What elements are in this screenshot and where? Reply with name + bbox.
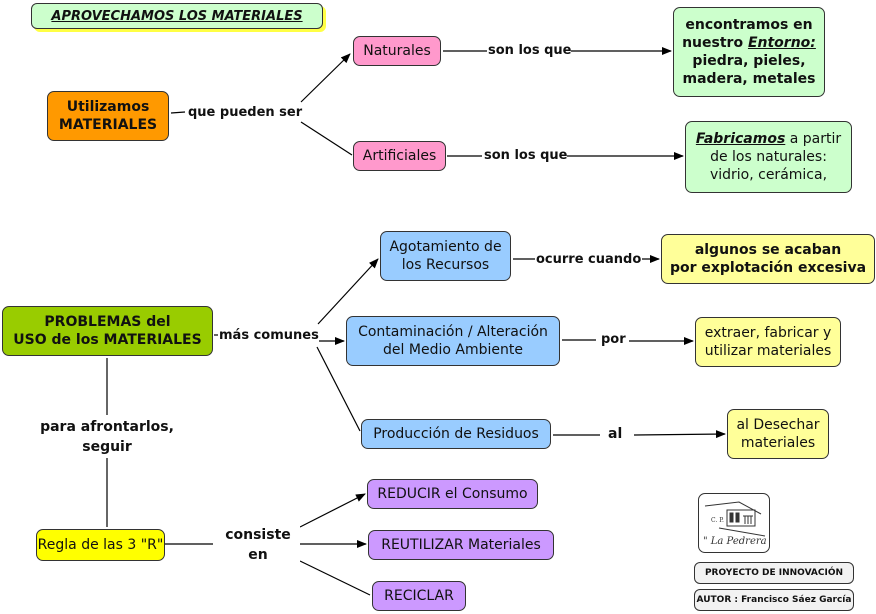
node-text: RECICLAR: [384, 588, 454, 604]
node-text: del Medio Ambiente: [383, 342, 523, 358]
link-label-ocurre-cuando: ocurre cuando: [536, 251, 642, 268]
label-line: para afrontarlos,: [40, 419, 174, 435]
link-label-consiste-en: consiste en: [216, 525, 300, 565]
node-text: por explotación excesiva: [669, 260, 867, 276]
school-logo: C. P. " La Pedrera ": [698, 493, 774, 553]
node-naturales[interactable]: Naturales: [353, 36, 441, 66]
node-text: materiales: [740, 435, 816, 451]
link-to-reciclar: [299, 560, 371, 596]
link-label-por: por: [601, 331, 626, 348]
node-reducir[interactable]: REDUCIR el Consumo: [367, 479, 538, 509]
node-text: de los naturales:: [710, 149, 827, 165]
node-text: utilizar materiales: [704, 343, 832, 359]
node-text: MATERIALES: [58, 117, 158, 133]
node-text: los Recursos: [401, 257, 490, 273]
node-text-part: nuestro: [682, 35, 748, 51]
node-agotamiento-recursos[interactable]: Agotamiento de los Recursos: [380, 231, 511, 281]
node-reciclar[interactable]: RECICLAR: [372, 581, 466, 611]
node-artificiales-detail[interactable]: Fabricamos a partir de los naturales: vi…: [685, 121, 852, 193]
node-text: Fabricamos a partir: [696, 130, 841, 148]
node-text: al Desechar: [736, 417, 820, 433]
node-naturales-detail[interactable]: encontramos en nuestro Entorno: piedra, …: [673, 7, 825, 97]
school-building-icon: C. P. " La Pedrera ": [703, 501, 774, 547]
node-text: Contaminación / Alteración: [358, 324, 548, 340]
label-line: seguir: [82, 439, 132, 455]
node-text: encontramos en: [685, 17, 813, 33]
link-root-label: [170, 111, 186, 114]
node-text-emphasis: Fabricamos: [695, 131, 786, 147]
node-text: piedra, pieles,: [692, 53, 806, 69]
node-text: REDUCIR el Consumo: [377, 486, 528, 502]
author-text: AUTOR : Francisco Sáez García: [696, 595, 852, 605]
node-problemas-uso-materiales[interactable]: PROBLEMAS del USO de los MATERIALES: [2, 306, 213, 356]
node-produccion-residuos[interactable]: Producción de Residuos: [361, 419, 551, 449]
project-text: PROYECTO DE INNOVACIÓN: [704, 568, 844, 578]
node-explotacion-excesiva[interactable]: algunos se acaban por explotación excesi…: [661, 234, 875, 284]
node-text: nuestro Entorno:: [682, 34, 816, 52]
node-regla-3r[interactable]: Regla de las 3 "R": [36, 529, 165, 561]
page-title-text: APROVECHAMOS LOS MATERIALES: [51, 8, 303, 24]
arrow-to-naturales: [300, 53, 351, 103]
node-text: extraer, fabricar y: [704, 325, 832, 341]
page-title: APROVECHAMOS LOS MATERIALES: [31, 3, 323, 29]
link-label-al: al: [608, 426, 623, 443]
node-text: Utilizamos: [66, 99, 150, 115]
node-text: USO de los MATERIALES: [13, 332, 202, 348]
node-artificiales[interactable]: Artificiales: [353, 141, 446, 171]
link-to-artificiales: [300, 121, 353, 156]
node-al-desechar[interactable]: al Desechar materiales: [727, 409, 829, 459]
node-extraer-fabricar[interactable]: extraer, fabricar y utilizar materiales: [695, 317, 841, 367]
link-to-residuos: [316, 346, 361, 432]
node-text: Regla de las 3 "R": [37, 537, 164, 553]
link-label-son-los-que-1: son los que: [488, 42, 572, 59]
node-text: algunos se acaban: [694, 242, 842, 258]
node-text: REUTILIZAR Materiales: [381, 537, 541, 553]
node-text: vidrio, cerámica,: [709, 167, 828, 183]
node-text: Naturales: [363, 43, 431, 59]
node-text: PROBLEMAS del: [44, 314, 171, 330]
logo-text-top: C. P.: [711, 517, 724, 524]
node-text: madera, metales: [682, 71, 816, 87]
node-text: Artificiales: [362, 148, 437, 164]
label-line: consiste: [225, 527, 291, 543]
arrow-resid-detail: [633, 430, 726, 439]
node-utilizamos-materiales[interactable]: Utilizamos MATERIALES: [47, 91, 169, 141]
link-label-mas-comunes: más comunes: [219, 327, 319, 344]
label-line: en: [248, 547, 268, 563]
link-label-para-afrontarlos: para afrontarlos, seguir: [36, 417, 178, 457]
arrow-to-agotamiento: [317, 258, 379, 325]
node-reutilizar[interactable]: REUTILIZAR Materiales: [368, 530, 554, 560]
link-label-que-pueden-ser: que pueden ser: [188, 104, 303, 121]
author-badge: AUTOR : Francisco Sáez García: [694, 589, 854, 611]
logo-text-name: " La Pedrera ": [703, 536, 769, 547]
node-text: Producción de Residuos: [373, 426, 539, 442]
link-label-son-los-que-2: son los que: [484, 147, 568, 164]
project-badge: PROYECTO DE INNOVACIÓN: [694, 562, 854, 584]
node-contaminacion-medio-ambiente[interactable]: Contaminación / Alteración del Medio Amb…: [346, 316, 560, 366]
arrow-to-reducir: [299, 493, 366, 528]
node-text-emphasis: Entorno:: [747, 35, 816, 51]
node-text: Agotamiento de: [389, 239, 502, 255]
node-text-part: a partir: [785, 131, 842, 147]
